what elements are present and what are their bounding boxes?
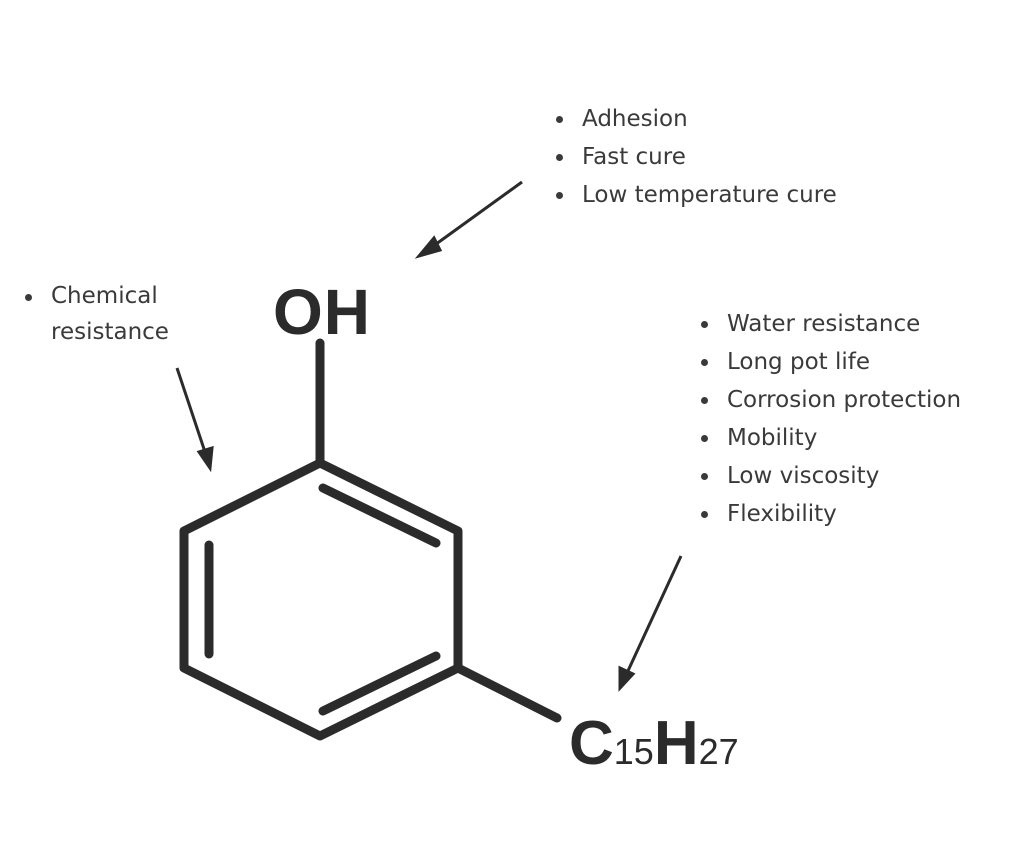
ring-property-line-2: resistance <box>51 319 169 345</box>
arrowhead-chain <box>618 665 636 692</box>
hydroxyl-properties-list: Adhesion Fast cure Low temperature cure <box>552 100 837 214</box>
list-item: Chemical resistance <box>21 278 169 350</box>
ring-properties-list: Chemical resistance <box>21 278 169 350</box>
chain-carbon-count: 15 <box>613 731 654 772</box>
list-item: Corrosion protection <box>697 381 961 419</box>
arrow-to-hydroxyl <box>431 180 523 249</box>
chain-hydrogen-count: 27 <box>698 731 739 772</box>
chain-hydrogen-symbol: H <box>653 709 699 778</box>
ring-double-bond-top <box>318 483 441 548</box>
list-item: Long pot life <box>697 343 961 381</box>
list-item: Adhesion <box>552 100 837 138</box>
list-item: Low temperature cure <box>552 176 837 214</box>
chain-carbon-symbol: C <box>569 709 614 778</box>
arrowhead-ring <box>196 445 214 473</box>
ring-property-line-1: Chemical <box>51 283 158 309</box>
arrow-to-chain <box>625 555 683 674</box>
list-item: Flexibility <box>697 495 961 533</box>
hydroxyl-label: OH <box>273 276 371 348</box>
benzene-ring <box>179 458 463 741</box>
list-item: Mobility <box>697 419 961 457</box>
arrow-to-ring <box>175 367 208 456</box>
alkyl-chain-formula: C15H27 <box>569 713 739 775</box>
list-item: Fast cure <box>552 138 837 176</box>
chain-bond <box>453 663 562 723</box>
arrowhead-hydroxyl <box>414 235 443 259</box>
list-item: Water resistance <box>697 305 961 343</box>
ring-double-bond-bottom <box>318 651 441 716</box>
list-item: Low viscosity <box>697 457 961 495</box>
chain-properties-list: Water resistance Long pot life Corrosion… <box>697 305 961 533</box>
